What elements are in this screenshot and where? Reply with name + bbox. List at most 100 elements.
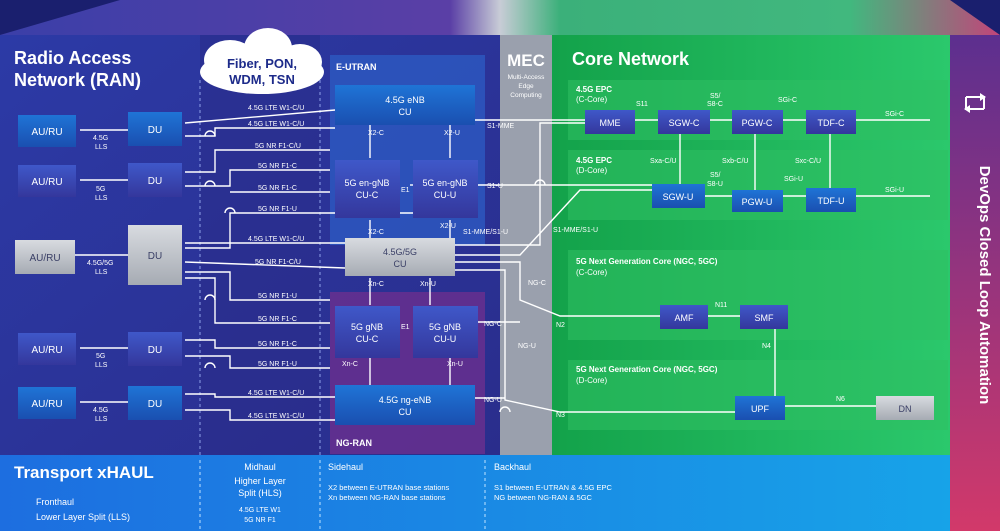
du-label-2: DU xyxy=(148,176,162,187)
xnu-label-1: Xn-U xyxy=(420,281,436,288)
du-label-4: DU xyxy=(148,345,162,356)
lls-label-5b: LLS xyxy=(95,416,108,423)
sgwc-label: SGW-C xyxy=(669,118,700,128)
lls-label-4a: 5G xyxy=(96,353,105,360)
cu-4g5g-label-1: 4.5G/5G xyxy=(383,247,417,257)
pgwu-box xyxy=(732,190,783,212)
ngenb-cu-box xyxy=(335,385,475,425)
du-box-5 xyxy=(128,386,182,420)
link-lines xyxy=(75,109,930,421)
xnu-label-2: Xn-U xyxy=(447,361,463,368)
auru-label-5: AU/RU xyxy=(31,399,62,410)
dn-label: DN xyxy=(899,404,912,414)
auru-box-5 xyxy=(18,387,76,419)
mec-sub-3: Computing xyxy=(510,92,542,99)
auru-label-3: AU/RU xyxy=(29,253,60,264)
sxb-label: Sxb-C/U xyxy=(722,158,748,165)
engnb-cuu-box xyxy=(413,160,478,218)
gnb-cuc-label-1: 5G gNB xyxy=(351,322,383,332)
backhaul-title: Backhaul xyxy=(494,462,531,472)
ngc-label: NG-C xyxy=(528,280,546,287)
x2c-label-1: X2-C xyxy=(368,130,384,137)
sidehaul-line-1: X2 between E-UTRAN base stations xyxy=(328,483,450,492)
du-label-1: DU xyxy=(148,125,162,136)
epc-d-label-2: (D-Core) xyxy=(576,166,607,175)
tdfc-box xyxy=(806,110,856,134)
lls-label-1b: LLS xyxy=(95,144,108,151)
ngenb-label-2: CU xyxy=(399,407,412,417)
smf-label: SMF xyxy=(755,313,775,323)
n11-label: N11 xyxy=(715,302,727,309)
midhaul-label-6: 5G NR F1-U xyxy=(258,206,297,213)
roof xyxy=(0,0,1000,35)
enb-cu-label-2: CU xyxy=(399,107,412,117)
engnb-cuc-label-2: CU-C xyxy=(356,190,379,200)
epc-c-label-1: 4.5G EPC xyxy=(576,85,612,94)
ran-title-1: Radio Access xyxy=(14,48,131,68)
engnb-cuc-box xyxy=(335,160,400,218)
cloud-text-1: Fiber, PON, xyxy=(227,56,297,71)
n3-label: N3 xyxy=(556,412,565,419)
e1-label-a: E1 xyxy=(401,187,410,194)
footer-band xyxy=(0,455,950,531)
sxa-label: Sxa-C/U xyxy=(650,158,676,165)
hls-line-1: Higher Layer xyxy=(234,476,286,486)
auru-box-1 xyxy=(18,115,76,147)
sgiu-label-mid: SGi-U xyxy=(784,176,803,183)
midhaul-label-3: 5G NR F1-C/U xyxy=(255,143,301,150)
sgwu-box xyxy=(652,184,705,208)
core-title: Core Network xyxy=(572,49,690,69)
sgic-label: SGi-C xyxy=(885,111,904,118)
ngc-label-2: NG-C xyxy=(484,321,502,328)
ngu-label: NG-U xyxy=(518,343,536,350)
e1-label-b: E1 xyxy=(401,324,410,331)
midhaul-label-7: 4.5G LTE W1-C/U xyxy=(248,236,304,243)
gnb-cuu-box xyxy=(413,306,478,358)
auru-label-4: AU/RU xyxy=(31,345,62,356)
lls-label-3a: 4.5G/5G xyxy=(87,260,113,267)
ngenb-label-1: 4.5G ng-eNB xyxy=(379,395,432,405)
midhaul-label-2: 4.5G LTE W1-C/U xyxy=(248,121,304,128)
midhaul-label-4: 5G NR F1-C xyxy=(258,163,297,170)
engnb-cuu-label-2: CU-U xyxy=(434,190,457,200)
s1mme-s1u-label-b: S1-MME/S1-U xyxy=(553,227,598,234)
lls-label-3b: LLS xyxy=(95,269,108,276)
transport-title: Transport xHAUL xyxy=(14,463,154,482)
boxes xyxy=(15,85,934,425)
du-box-4 xyxy=(128,332,182,366)
xnc-label-1: Xn-C xyxy=(368,281,384,288)
du-label-5: DU xyxy=(148,399,162,410)
gnb-cuc-label-2: CU-C xyxy=(356,334,379,344)
auru-box-2 xyxy=(18,165,76,197)
gnb-cuu-label-2: CU-U xyxy=(434,334,457,344)
midhaul-f1: 5G NR F1 xyxy=(244,517,276,524)
mec-sub-2: Edge xyxy=(518,83,534,90)
loop-arrows-icon xyxy=(964,93,986,113)
gnb-cuu-label-1: 5G gNB xyxy=(429,322,461,332)
mec-title: MEC xyxy=(507,51,545,70)
cu-4g5g-label-2: CU xyxy=(394,259,407,269)
sxc-label: Sxc-C/U xyxy=(795,158,821,165)
sgiu-label: SGi-U xyxy=(885,187,904,194)
engnb-cuc-label-1: 5G en-gNB xyxy=(344,178,389,188)
xnc-label-2: Xn-C xyxy=(342,361,358,368)
midhaul-label-5: 5G NR F1-C xyxy=(258,185,297,192)
ngc-d-label-1: 5G Next Generation Core (NGC, 5GC) xyxy=(576,365,718,374)
auru-label-1: AU/RU xyxy=(31,127,62,138)
lls-label-2a: 5G xyxy=(96,186,105,193)
auru-label-2: AU/RU xyxy=(31,177,62,188)
midhaul-label-10: 5G NR F1-C xyxy=(258,316,297,323)
sgwc-box xyxy=(658,110,710,134)
du-label-3: DU xyxy=(148,251,162,262)
s5s8c-label-1: S5/ xyxy=(710,93,721,100)
auru-box-3 xyxy=(15,240,75,274)
smf-box xyxy=(740,305,788,329)
s1mme-s1u-label-a: S1-MME/S1-U xyxy=(463,229,508,236)
pgwu-label: PGW-U xyxy=(742,197,773,207)
ngc-d-label-2: (D-Core) xyxy=(576,376,607,385)
du-box-1 xyxy=(128,112,182,146)
lls-label-1a: 4.5G xyxy=(93,135,108,142)
tdfc-label: TDF-C xyxy=(818,118,845,128)
amf-label: AMF xyxy=(675,313,695,323)
cloud-text-2: WDM, TSN xyxy=(229,72,295,87)
